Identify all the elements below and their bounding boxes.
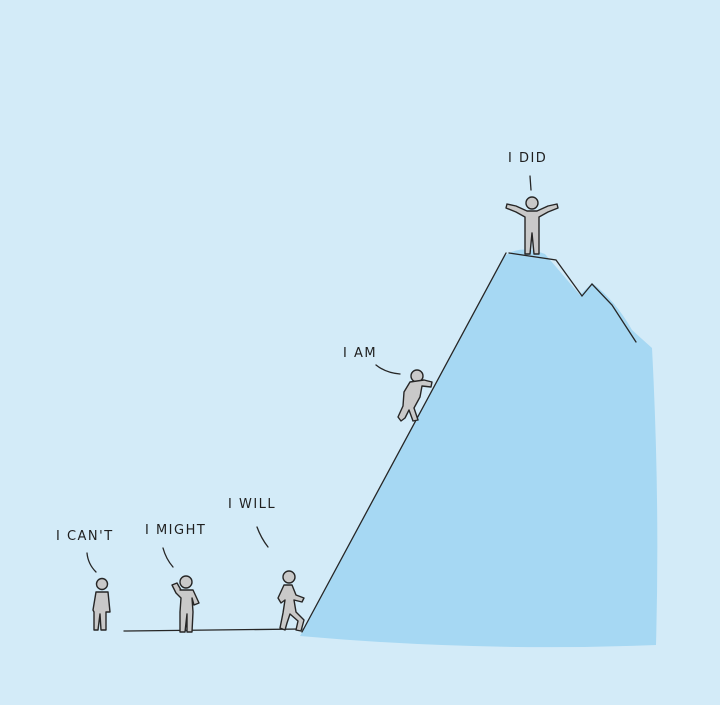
figure-will xyxy=(277,570,305,632)
label-cant: I CAN'T xyxy=(56,529,114,544)
figure-did xyxy=(505,196,559,255)
label-might: I MIGHT xyxy=(145,523,206,538)
mountain xyxy=(300,249,658,648)
speech-line-did xyxy=(529,175,532,191)
speech-line-will xyxy=(256,526,269,548)
mountain-outline xyxy=(301,252,637,633)
label-did: I DID xyxy=(508,151,547,166)
speech-line-might xyxy=(162,547,174,568)
speech-line-am xyxy=(375,364,401,375)
speech-line-cant xyxy=(86,552,97,573)
figure-might xyxy=(171,575,200,633)
figure-am xyxy=(397,369,433,422)
figure-cant xyxy=(92,577,111,631)
ground-line xyxy=(123,628,303,632)
label-am: I AM xyxy=(343,346,377,361)
label-will: I WILL xyxy=(228,497,276,512)
